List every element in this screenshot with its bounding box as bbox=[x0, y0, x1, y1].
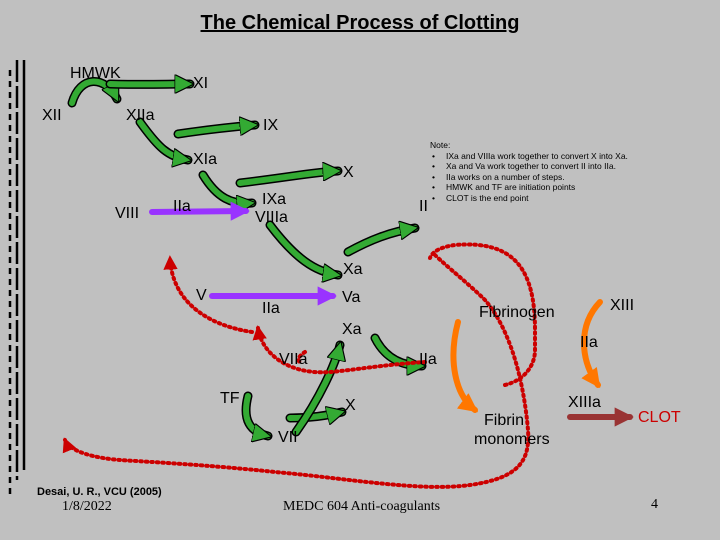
label-viiia: VIIIa bbox=[255, 209, 288, 226]
label-viii: VIII bbox=[115, 205, 140, 222]
label-viia: VIIa bbox=[279, 351, 308, 368]
label-clot: CLOT bbox=[638, 409, 681, 426]
arrow-viii-to-viiia bbox=[149, 201, 250, 221]
label-va: Va bbox=[342, 289, 361, 306]
note-item: IIa works on a number of steps. bbox=[430, 172, 628, 183]
label-vii: VII bbox=[278, 429, 298, 446]
label-v: V bbox=[196, 287, 207, 304]
label-monomers: monomers bbox=[474, 431, 550, 448]
purple-arrows bbox=[149, 201, 337, 306]
label-iia-right: IIa bbox=[580, 334, 598, 351]
footer-page-number: 4 bbox=[651, 497, 658, 512]
orange-arrows bbox=[450, 299, 603, 413]
feedback-to-xia bbox=[428, 242, 537, 387]
red-feedback-arrows bbox=[62, 242, 537, 489]
label-xa-mid: Xa bbox=[342, 321, 362, 338]
label-ii: II bbox=[419, 198, 428, 215]
label-ix: IX bbox=[263, 117, 279, 134]
note-item: IXa and VIIIa work together to convert X… bbox=[430, 151, 628, 162]
label-x-top: X bbox=[343, 164, 354, 181]
arrow-fibrinogen-to-fibrin bbox=[450, 319, 479, 413]
feedback-loop-bottom bbox=[62, 253, 531, 489]
label-hmwk: HMWK bbox=[70, 65, 121, 82]
label-xi: XI bbox=[193, 75, 209, 92]
label-fibrinogen: Fibrinogen bbox=[479, 304, 555, 321]
note-list: IXa and VIIIa work together to convert X… bbox=[430, 151, 628, 204]
arrow-xiii-to-xiiia bbox=[581, 299, 603, 389]
label-xiii: XIII bbox=[610, 297, 635, 314]
note-item: HMWK and TF are initiation points bbox=[430, 182, 628, 193]
slide-title: The Chemical Process of Clotting bbox=[200, 12, 520, 34]
label-xia: XIa bbox=[193, 151, 218, 168]
note-box: Note: IXa and VIIIa work together to con… bbox=[430, 140, 628, 203]
label-iia-mid: IIa bbox=[262, 300, 280, 317]
feedback-to-viii bbox=[163, 255, 254, 334]
note-heading: Note: bbox=[430, 140, 451, 150]
decorative-side-bars bbox=[8, 60, 26, 498]
feedback-to-viia bbox=[296, 350, 307, 364]
label-xiia: XIIa bbox=[126, 107, 155, 124]
label-ixa: IXa bbox=[262, 191, 287, 208]
feedback-to-v bbox=[252, 325, 427, 375]
label-x-bottom: X bbox=[345, 397, 356, 414]
label-tf: TF bbox=[220, 390, 240, 407]
green-arrows bbox=[67, 81, 427, 436]
label-xa-top: Xa bbox=[343, 261, 363, 278]
label-iia-left: IIa bbox=[173, 198, 191, 215]
footer-credit: Desai, U. R., VCU (2005) bbox=[37, 486, 162, 498]
label-xiiia: XIIIa bbox=[568, 394, 601, 411]
footer-course: MEDC 604 Anti-coagulants bbox=[283, 499, 441, 514]
note-item: Xa and Va work together to convert II in… bbox=[430, 161, 628, 172]
footer-date: 1/8/2022 bbox=[62, 499, 112, 514]
note-item: CLOT is the end point bbox=[430, 193, 628, 204]
arrow-x-to-xa bbox=[265, 220, 343, 280]
label-fibrin: Fibrin bbox=[484, 412, 525, 429]
label-xii: XII bbox=[42, 107, 62, 124]
label-iia-center: IIa bbox=[419, 351, 437, 368]
